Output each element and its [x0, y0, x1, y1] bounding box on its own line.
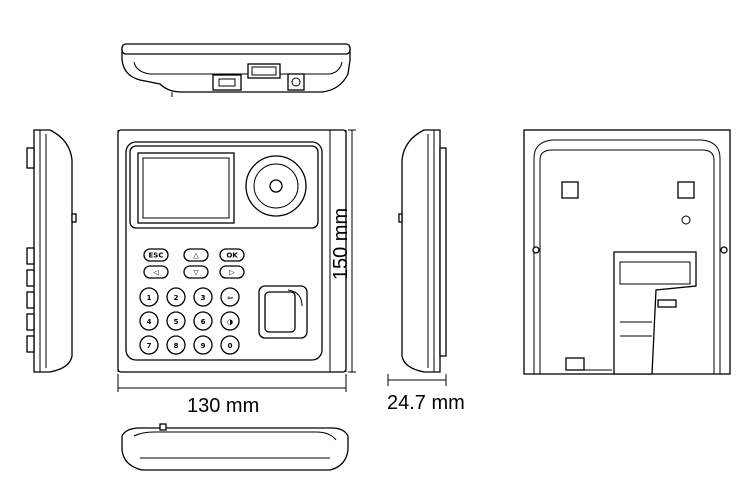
number-key: 8 — [166, 335, 186, 355]
function-key: ESC — [143, 248, 169, 262]
number-key-label: 5 — [174, 318, 179, 326]
function-key: ◁ — [143, 265, 169, 279]
front-view: ESC △ OK ◁ ▽ ▷ 1 2 3 ⇦ 4 5 6 ◑ 7 8 9 0 — [117, 129, 347, 373]
number-key-label: 9 — [201, 342, 206, 350]
number-key-label: 4 — [147, 318, 152, 326]
top-view — [121, 43, 351, 97]
number-key: 9 — [193, 335, 213, 355]
number-key: 1 — [139, 287, 159, 307]
right-side-view — [387, 129, 447, 386]
number-key-label: 8 — [174, 342, 179, 350]
keypad: ESC △ OK ◁ ▽ ▷ 1 2 3 ⇦ 4 5 6 ◑ 7 8 9 0 — [139, 248, 245, 355]
depth-dimension-label: 24.7 mm — [387, 392, 465, 414]
bottom-view — [121, 423, 349, 471]
number-key: 0 — [220, 335, 240, 355]
function-key: ▽ — [183, 265, 209, 279]
function-key-label: ◁ — [153, 269, 159, 277]
number-key-label: 3 — [201, 294, 206, 302]
number-key: 6 — [193, 311, 213, 331]
function-key: △ — [183, 248, 209, 262]
function-key-label: △ — [193, 252, 199, 260]
number-key-label: ◑ — [227, 318, 233, 326]
dimension-lines — [117, 129, 446, 392]
function-key-label: ESC — [149, 252, 164, 260]
number-key-label: 2 — [174, 294, 179, 302]
number-key-label: 1 — [147, 294, 152, 302]
number-key: 5 — [166, 311, 186, 331]
number-key: ◑ — [220, 311, 240, 331]
function-key-label: ▷ — [229, 269, 235, 277]
width-dimension-label: 130 mm — [187, 395, 260, 417]
back-view — [523, 129, 731, 375]
height-dimension-label: 150 mm — [330, 207, 352, 281]
number-key-label: 6 — [201, 318, 206, 326]
function-key-label: ▽ — [193, 269, 199, 277]
number-key: ⇦ — [220, 287, 240, 307]
number-key-label: 0 — [228, 342, 233, 350]
number-key-label: ⇦ — [227, 294, 233, 302]
number-key: 7 — [139, 335, 159, 355]
number-key-label: 7 — [147, 342, 152, 350]
function-key: OK — [219, 248, 245, 262]
number-key: 3 — [193, 287, 213, 307]
number-key: 2 — [166, 287, 186, 307]
function-key: ▷ — [219, 265, 245, 279]
left-side-view — [26, 129, 77, 373]
function-key-label: OK — [226, 252, 238, 260]
number-key: 4 — [139, 311, 159, 331]
